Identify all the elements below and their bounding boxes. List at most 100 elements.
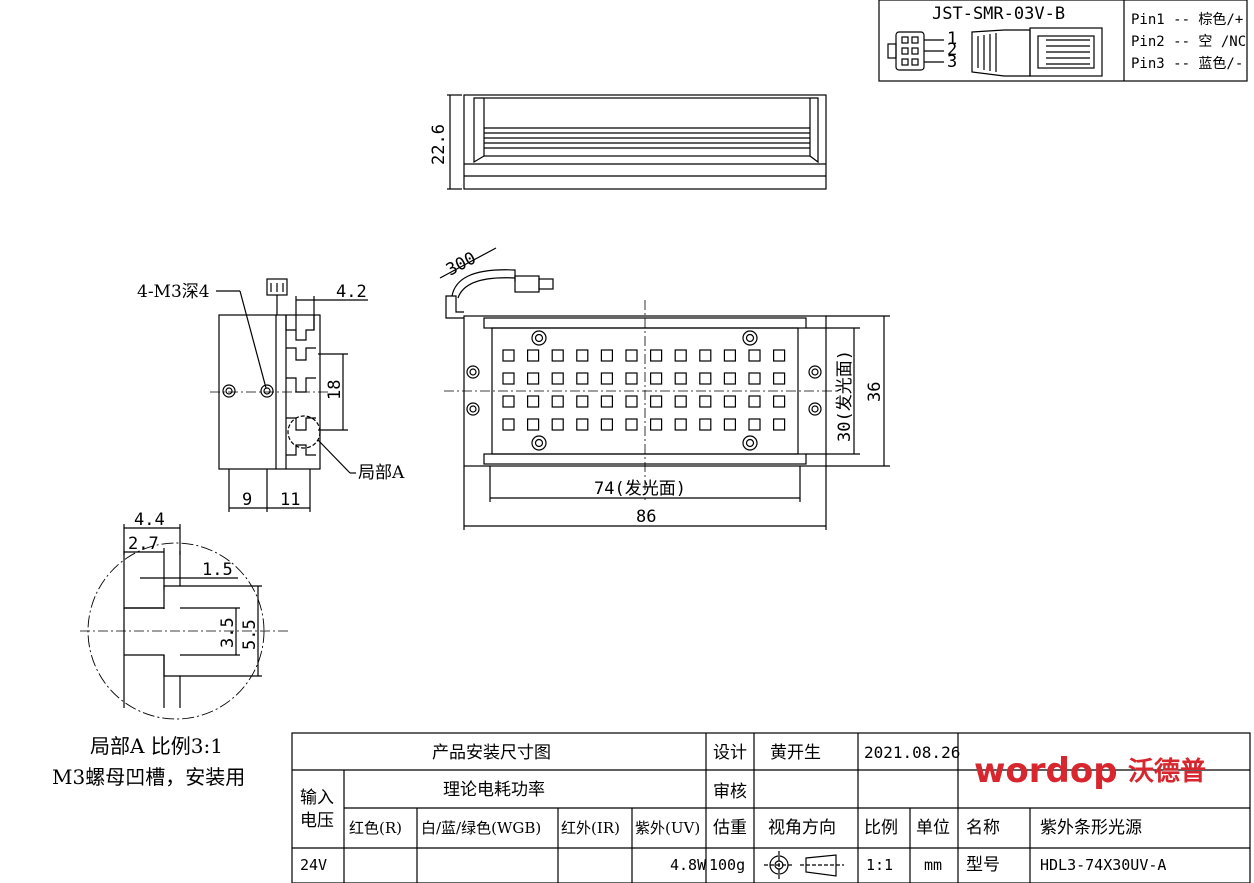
dim-detail-gap: 1.5 (202, 560, 233, 580)
pin-desc: Pin2 -- 空 /NC (1131, 34, 1246, 50)
led-chip (526, 395, 540, 408)
led-chip (649, 395, 663, 408)
led-chip (502, 418, 515, 431)
led-chip (772, 395, 786, 408)
led-chip (649, 418, 663, 431)
title-block (291, 732, 1251, 883)
product-name: 紫外条形光源 (1040, 818, 1142, 838)
led-chip (674, 395, 687, 408)
led-chip (625, 418, 638, 431)
led-chip (772, 418, 786, 431)
dim-width: 36 (865, 382, 885, 402)
col-wgb: 白/蓝/绿色(WGB) (421, 819, 541, 837)
led-chip (625, 395, 638, 408)
led-grid (502, 349, 786, 431)
led-chip (772, 372, 786, 385)
led-chip (674, 349, 687, 362)
dim-detail-width-outer: 4.4 (134, 510, 165, 530)
thread-callout: 4-M3深4 (137, 282, 210, 302)
connector-socket-icon (887, 31, 944, 71)
led-chip (723, 349, 737, 362)
unit-label: 单位 (916, 818, 950, 838)
led-chip (600, 395, 614, 408)
connector-model: JST-SMR-03V-B (932, 4, 1065, 24)
pin-number: 2 (947, 40, 957, 60)
led-chip (551, 372, 564, 385)
dim-offset: 4.2 (336, 282, 367, 302)
led-chip (625, 372, 638, 385)
led-chip (600, 372, 614, 385)
led-chip (649, 372, 663, 385)
projection-symbol-icon (764, 851, 844, 880)
weight-value: 100g (709, 856, 745, 874)
dim-cable: 300 (443, 248, 480, 280)
review-label: 审核 (713, 782, 747, 802)
detail-a-view: 4.4 2.7 1.5 3.5 5.5 (80, 510, 290, 720)
led-chip (502, 349, 515, 362)
unit-value: mm (924, 856, 942, 874)
dim-emit-width: 30(发光面) (835, 350, 855, 442)
led-chip (748, 418, 761, 431)
led-chip (600, 418, 614, 431)
led-chip (748, 349, 761, 362)
led-chip (699, 349, 712, 362)
logo-cn: 沃德普 (1128, 756, 1206, 787)
led-chip (576, 418, 589, 431)
input-label: 输入 (300, 788, 334, 808)
detail-note-line2: M3螺母凹槽，安装用 (52, 765, 245, 789)
design-label: 设计 (713, 743, 747, 763)
col-red: 红色(R) (349, 819, 402, 837)
led-chip (600, 349, 614, 362)
led-chip (674, 372, 687, 385)
led-chip (699, 372, 712, 385)
led-chip (699, 418, 712, 431)
led-chip (723, 418, 737, 431)
led-chip (576, 349, 589, 362)
led-chip (526, 349, 540, 362)
connector-block: JST-SMR-03V-B 1 2 3 (878, 0, 1248, 82)
weight-label: 估重 (713, 818, 747, 838)
led-chip (674, 418, 687, 431)
company-logo: wordop 沃德普 (974, 751, 1206, 791)
led-chip (699, 395, 712, 408)
designer-name: 黄开生 (770, 743, 821, 763)
dim-detail-width-inner: 2.7 (128, 534, 159, 554)
name-label: 名称 (966, 818, 1000, 838)
connector-housing-icon (971, 27, 1103, 77)
pin-desc: Pin3 -- 蓝色/- (1131, 55, 1243, 72)
col-uv: 紫外(UV) (635, 819, 700, 837)
dim-height: 22.6 (429, 124, 449, 165)
detail-a-ref: 局部A (358, 463, 405, 483)
pin-number: 3 (947, 52, 957, 72)
front-view: 300 74(发光面) 86 30(发光面) 36 (439, 247, 890, 530)
top-view: 22.6 (429, 94, 827, 190)
drawing-title: 产品安装尺寸图 (432, 743, 551, 763)
dim-detail-height-inner: 3.5 (218, 617, 238, 648)
dim-slot-pitch: 18 (325, 380, 345, 400)
led-chip (576, 372, 589, 385)
pin-desc: Pin1 -- 棕色/+ (1131, 11, 1243, 28)
led-chip (723, 395, 737, 408)
power-title: 理论电耗功率 (443, 780, 545, 800)
pin-number: 1 (947, 29, 957, 49)
scale-value: 1:1 (866, 856, 893, 874)
detail-note-line1: 局部A 比例3:1 (90, 734, 223, 758)
led-chip (502, 372, 515, 385)
voltage-label: 电压 (300, 811, 334, 831)
led-chip (502, 395, 515, 408)
view-label: 视角方向 (768, 818, 836, 838)
led-chip (576, 395, 589, 408)
model-label: 型号 (966, 855, 1000, 875)
dim-length: 86 (636, 507, 656, 527)
led-chip (526, 418, 540, 431)
dim-bottom-a: 9 (242, 490, 252, 510)
led-chip (551, 349, 564, 362)
led-chip (551, 418, 564, 431)
scale-label: 比例 (864, 818, 898, 838)
drawing-date: 2021.08.26 (864, 743, 960, 762)
dim-detail-height-outer: 5.5 (240, 619, 260, 650)
uv-power-value: 4.8W (670, 856, 707, 874)
logo-wordmark: wordop (974, 751, 1118, 791)
led-chip (748, 372, 761, 385)
